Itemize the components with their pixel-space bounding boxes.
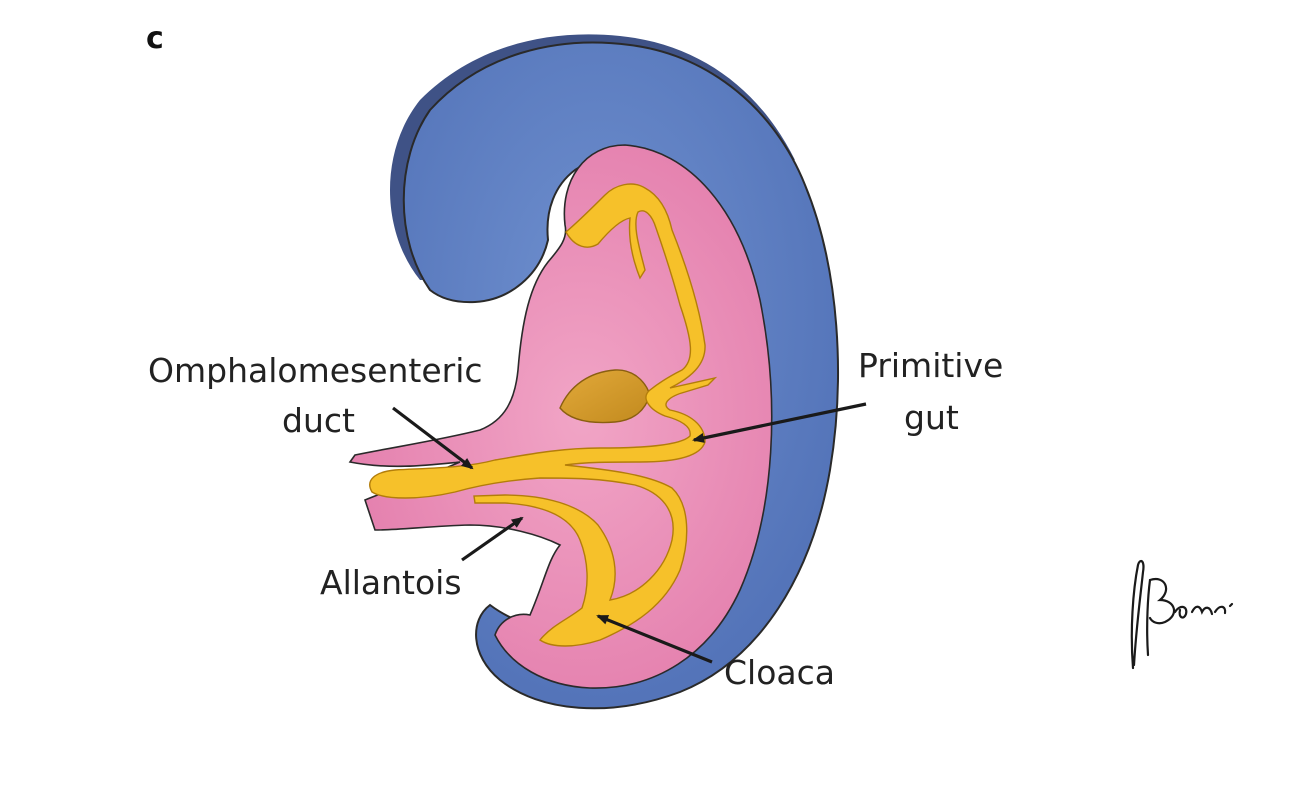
primitive-gut — [369, 183, 718, 647]
primitive-gut-label: Primitive — [858, 346, 1003, 385]
panel-letter: c — [146, 21, 164, 56]
cloaca-arrow — [596, 614, 713, 664]
mesoderm-layer — [348, 144, 773, 689]
omphalomesenteric-label: Omphalomesenteric — [148, 351, 483, 390]
artist-signature — [1130, 559, 1234, 670]
primitive-gut-arrow — [692, 402, 867, 443]
omphalomesenteric-arrow — [392, 406, 474, 470]
omphalomesenteric-label-line2: duct — [282, 401, 355, 440]
allantois-label: Allantois — [320, 563, 462, 602]
allantois-arrow — [461, 516, 524, 562]
primitive-gut-label-line2: gut — [904, 398, 959, 437]
cloaca-label: Cloaca — [724, 653, 835, 692]
